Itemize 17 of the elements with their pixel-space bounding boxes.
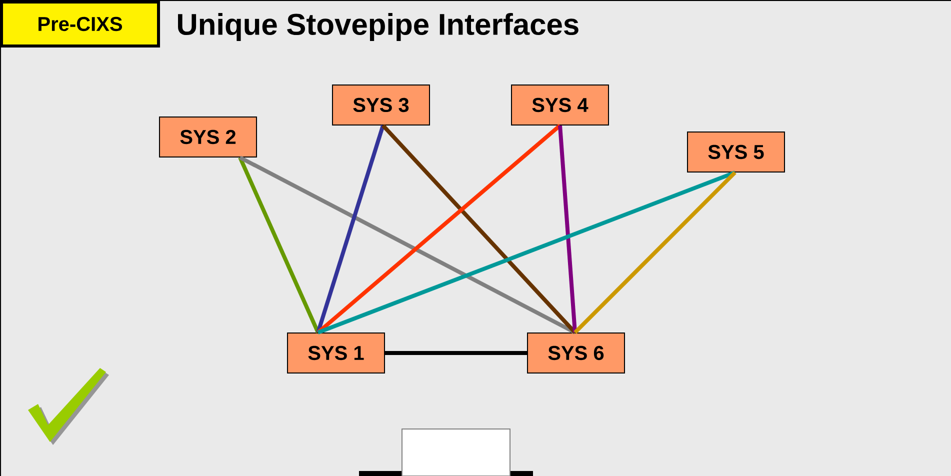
connector-line xyxy=(574,171,736,334)
connector-line xyxy=(317,170,736,334)
connector-line xyxy=(239,156,576,334)
system-box: SYS 2 xyxy=(159,116,257,158)
system-box: SYS 3 xyxy=(332,84,430,126)
system-box: SYS 5 xyxy=(687,132,785,172)
connector-line xyxy=(385,351,527,355)
title: Unique Stovepipe Interfaces xyxy=(178,13,578,41)
system-box: SYS 4 xyxy=(511,84,609,126)
connector-line xyxy=(558,125,577,333)
connector-line xyxy=(382,124,576,334)
connector-line xyxy=(316,124,562,334)
system-box: SYS 6 xyxy=(527,332,625,374)
system-box: SYS 1 xyxy=(287,332,385,374)
tag-box: Pre-CIXS xyxy=(0,0,160,48)
connector-line xyxy=(316,124,385,334)
connector-line xyxy=(238,156,320,334)
